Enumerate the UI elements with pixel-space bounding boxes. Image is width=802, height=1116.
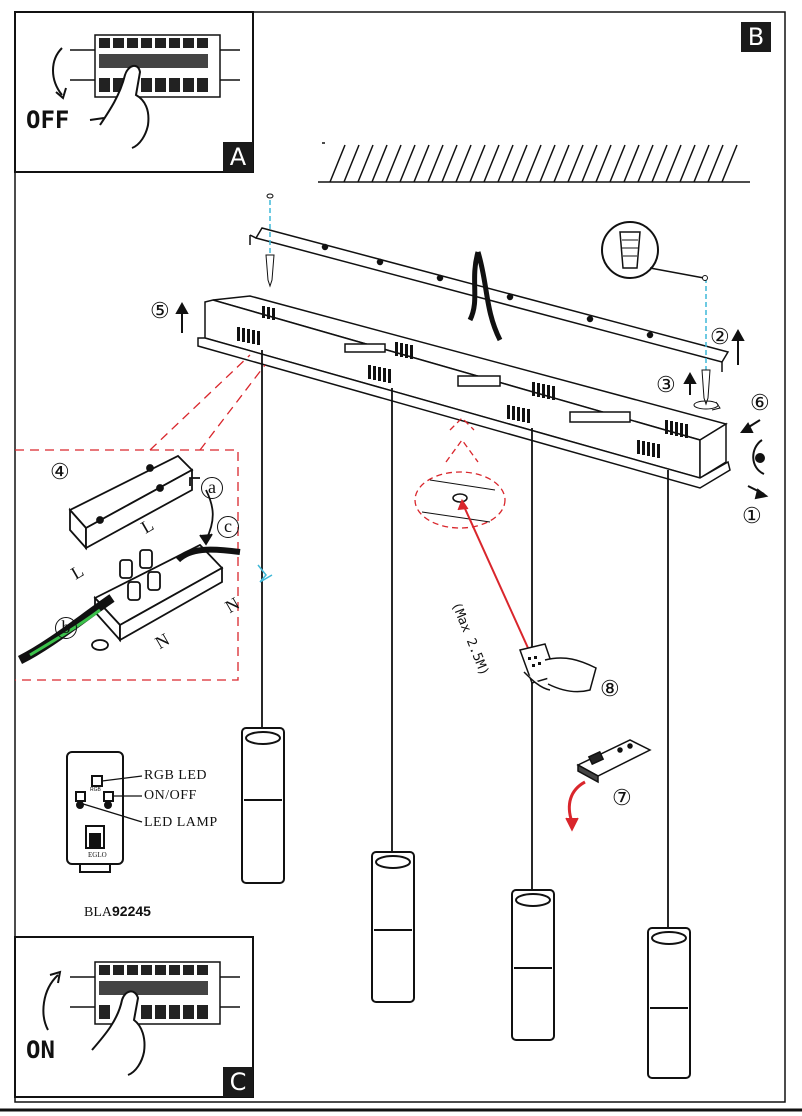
step-3-marker: ③ <box>656 373 676 398</box>
breaker-panel-off <box>52 34 240 149</box>
wire-letter-b: b <box>55 617 77 639</box>
pendant-lamp-3 <box>511 889 555 1041</box>
panel-c-tag: C <box>223 1067 253 1097</box>
remote-in-hand <box>519 643 597 693</box>
page-frame <box>14 11 786 1103</box>
model-number: BLA92245 <box>84 903 151 921</box>
on-off-label: ON/OFF <box>144 788 197 803</box>
cable-cut-mark <box>257 564 273 583</box>
pendant-lamp-2 <box>371 851 415 1003</box>
wiring-detail-frame <box>15 354 266 681</box>
supply-cable <box>467 251 503 342</box>
step-4-marker: ④ <box>50 460 70 485</box>
model-prefix: BLA <box>84 905 112 920</box>
receiver-small-rgb: RGB <box>90 787 101 793</box>
on-label: ON <box>26 1036 55 1064</box>
panel-a-tag: A <box>223 142 253 172</box>
step-8-marker: ⑧ <box>600 677 620 702</box>
pendant-lamp-1 <box>241 727 285 884</box>
direction-arrows <box>175 301 769 500</box>
screw-cap-left <box>266 193 274 199</box>
receiver-module <box>565 739 652 832</box>
receiver-sensor-detail <box>414 417 529 649</box>
wire-letter-a: a <box>201 477 223 499</box>
canopy-box <box>197 295 731 489</box>
breaker-panel-on <box>42 961 240 1076</box>
screw-right-icon <box>701 369 711 406</box>
ceiling <box>318 142 750 183</box>
step-6-marker: ⑥ <box>750 391 770 416</box>
pendant-lamp-4 <box>647 927 691 1079</box>
receiver-box-diagram <box>66 751 143 873</box>
step-5-marker: ⑤ <box>150 299 170 324</box>
step-2-marker: ② <box>710 325 730 350</box>
receiver-brand: EGLO <box>88 851 107 859</box>
pendant-lamps <box>241 727 691 1079</box>
mounting-bracket <box>249 227 730 372</box>
step-1-marker: ① <box>742 504 762 529</box>
led-lamp-label: LED LAMP <box>144 815 218 830</box>
screw-left-icon <box>265 254 275 288</box>
off-label: OFF <box>26 106 70 134</box>
wire-letter-c: c <box>217 516 239 538</box>
wall-plug-callout <box>601 221 708 281</box>
rgb-led-label: RGB LED <box>144 768 207 783</box>
model-digits: 92245 <box>112 903 151 919</box>
step-7-marker: ⑦ <box>612 786 632 811</box>
panel-b-tag: B <box>741 22 771 52</box>
